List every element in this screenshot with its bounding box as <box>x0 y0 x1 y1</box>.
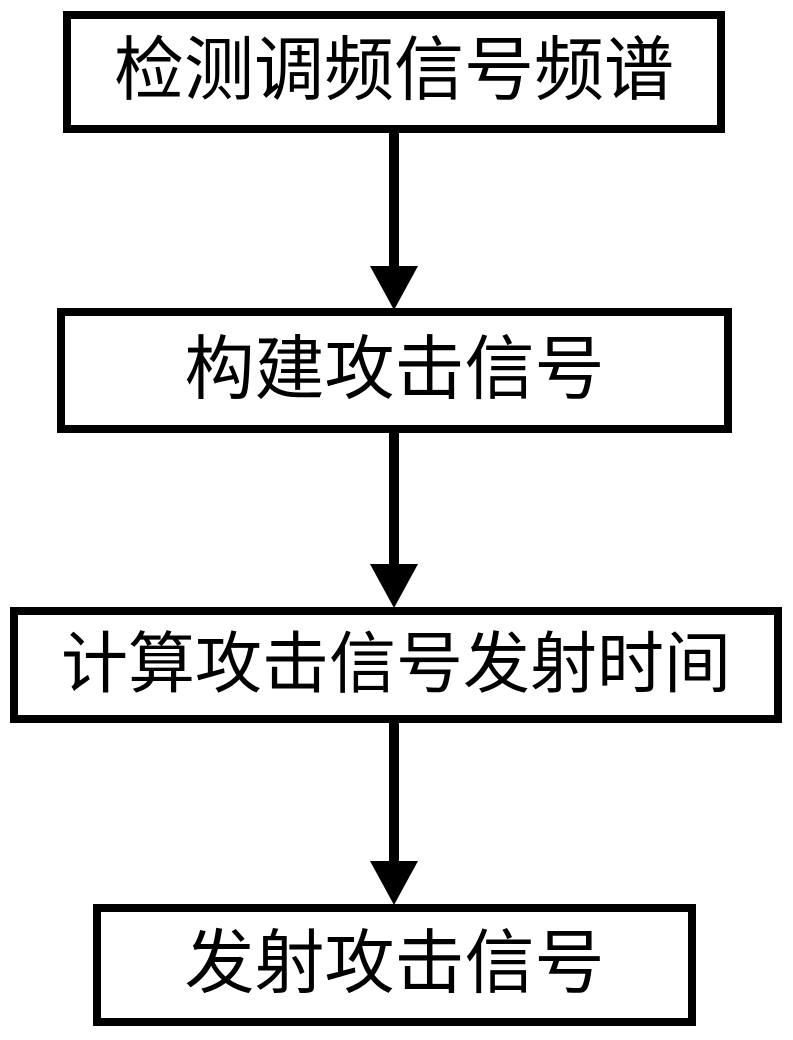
flow-node-compute-transmit-time: 计算攻击信号发射时间 <box>10 607 782 723</box>
flow-node-label: 检测调频信号频谱 <box>114 33 674 110</box>
flow-node-label: 计算攻击信号发射时间 <box>61 627 731 702</box>
arrow-down-icon <box>370 266 418 310</box>
arrow-line-1 <box>389 133 399 269</box>
arrow-down-icon <box>370 564 418 608</box>
flow-node-label: 发射攻击信号 <box>184 926 605 1003</box>
arrow-line-2 <box>389 433 399 567</box>
flow-node-detect-fm-spectrum: 检测调频信号频谱 <box>63 11 725 133</box>
arrow-down-icon <box>370 861 418 905</box>
arrow-line-3 <box>389 723 399 864</box>
flow-node-transmit-attack-signal: 发射攻击信号 <box>93 904 696 1026</box>
flow-node-label: 构建攻击信号 <box>184 331 605 409</box>
flow-node-construct-attack-signal: 构建攻击信号 <box>57 308 732 433</box>
